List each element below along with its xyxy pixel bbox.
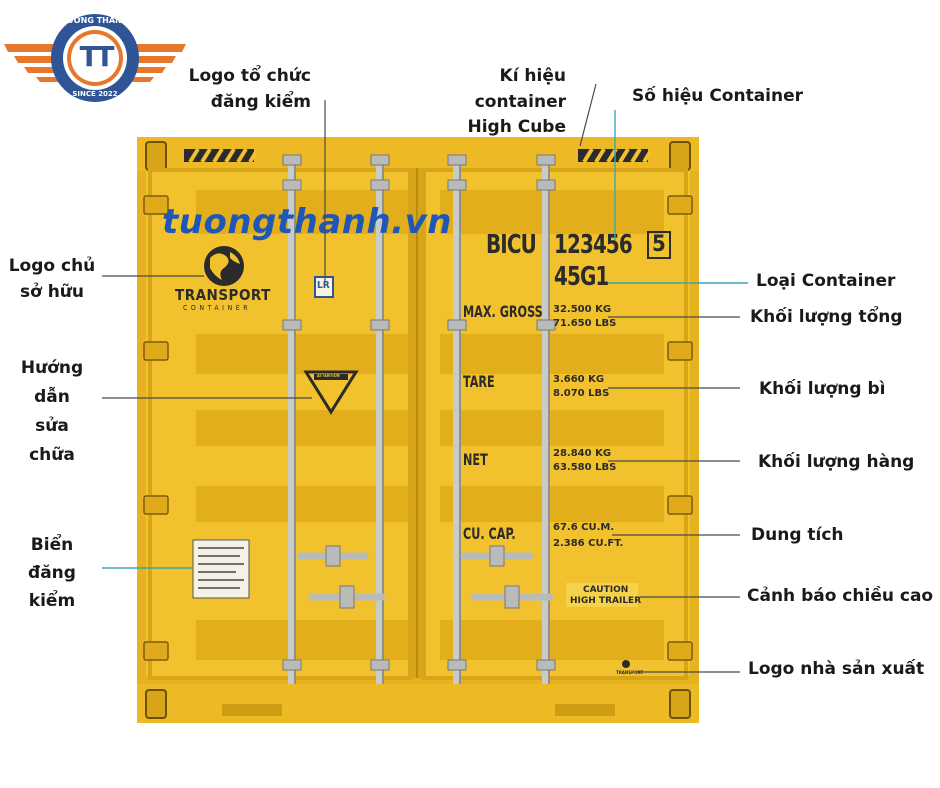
label-tare: Khối lượng bì bbox=[759, 379, 886, 399]
warning-sign-text: ATTENTION bbox=[317, 373, 340, 378]
caution-line1: CAUTION bbox=[583, 585, 629, 595]
label-container-number: Số hiệu Container bbox=[632, 86, 804, 106]
site-watermark: tuongthanh.vn bbox=[162, 202, 452, 242]
reg-org-logo: LR bbox=[317, 280, 330, 291]
owner-logo-line2: CONTAINER bbox=[183, 304, 252, 312]
spec-net-v1: 28.840 KG bbox=[553, 448, 612, 459]
brand-since: SINCE 2022 bbox=[72, 90, 118, 98]
owner-logo-line1: TRANSPORT bbox=[175, 286, 271, 304]
spec-tare-v1: 3.660 KG bbox=[553, 374, 605, 385]
label-owner-logo: Logo chủ sở hữu bbox=[8, 256, 96, 302]
spec-gross-label: MAX. GROSS bbox=[463, 302, 543, 321]
spec-tare-v2: 8.070 LBS bbox=[553, 388, 610, 399]
spec-net-v2: 63.580 LBS bbox=[553, 462, 617, 473]
spec-capacity-v1: 67.6 CU.M. bbox=[553, 522, 615, 533]
container-number-prefix: BICU bbox=[486, 230, 537, 260]
container-check-digit: 5 bbox=[647, 231, 671, 259]
label-repair-guide: Hướng dẫn sửa chữa bbox=[20, 358, 84, 465]
spec-gross-v2: 71.650 LBS bbox=[553, 318, 617, 329]
label-reg-org-logo: Logo tổ chức đăng kiểm bbox=[188, 66, 311, 112]
spec-tare-label: TARE bbox=[463, 372, 495, 391]
container-number: 123456 bbox=[554, 230, 633, 260]
label-plate: Biển đăng kiểm bbox=[28, 535, 76, 611]
label-net: Khối lượng hàng bbox=[758, 452, 915, 472]
spec-net-label: NET bbox=[463, 450, 488, 469]
label-container-type: Loại Container bbox=[756, 271, 896, 291]
maker-logo: TRANSPORT bbox=[616, 670, 644, 675]
label-capacity: Dung tích bbox=[751, 525, 844, 545]
label-high-cube: Kí hiệu container High Cube bbox=[467, 66, 566, 137]
label-maker-logo: Logo nhà sản xuất bbox=[748, 659, 925, 679]
spec-capacity-label: CU. CAP. bbox=[463, 524, 516, 543]
label-gross: Khối lượng tổng bbox=[750, 307, 903, 327]
brand-emblem-icon bbox=[4, 14, 186, 102]
brand-monogram: TT bbox=[79, 40, 115, 73]
caution-line2: HIGH TRAILER bbox=[570, 596, 642, 606]
brand-logo: TƯỜNG THÀNH TT SINCE 2022 bbox=[0, 0, 190, 112]
brand-name: TƯỜNG THÀNH bbox=[61, 16, 129, 25]
label-height-warning: Cảnh báo chiều cao bbox=[747, 586, 934, 606]
spec-gross-v1: 32.500 KG bbox=[553, 304, 612, 315]
container-type-code: 45G1 bbox=[554, 262, 609, 292]
spec-capacity-v2: 2.386 CU.FT. bbox=[553, 538, 624, 549]
leader-high-cube bbox=[579, 83, 597, 147]
